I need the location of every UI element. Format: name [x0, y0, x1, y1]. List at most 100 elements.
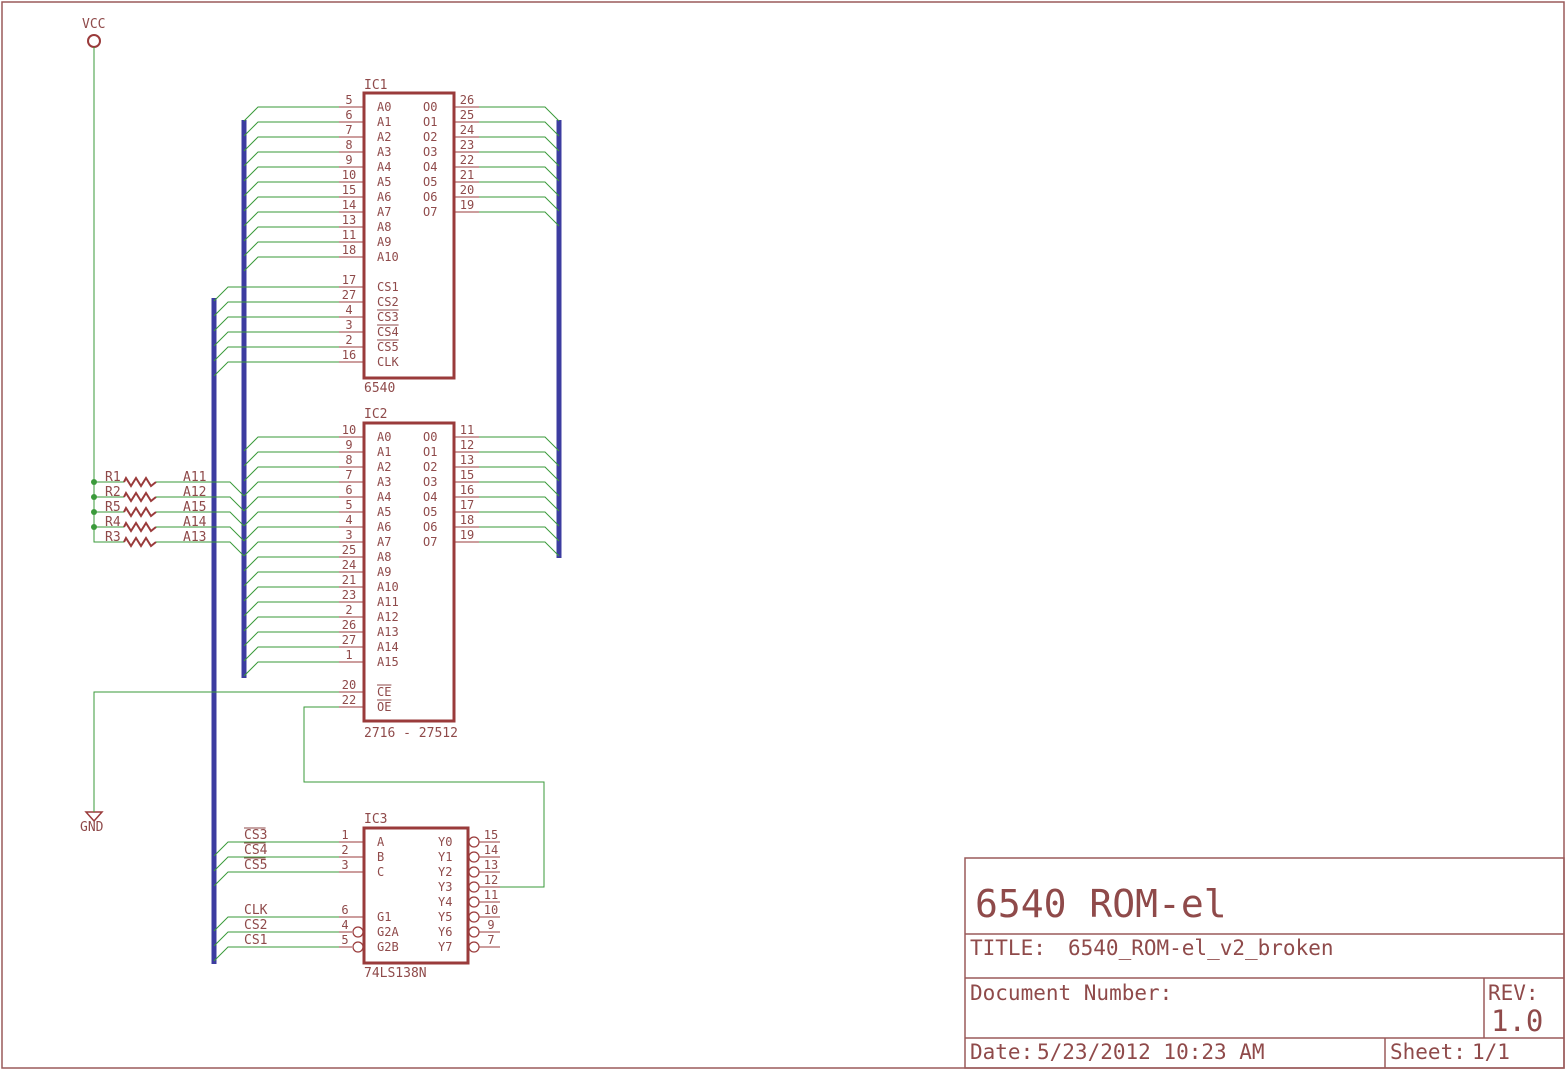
resistor-net-label: A15 — [183, 500, 206, 515]
ic1-address-wire[interactable] — [243, 166, 339, 182]
resistor-r5[interactable] — [123, 505, 157, 518]
ic1-data-wire[interactable] — [479, 166, 560, 182]
ic3-control-wire[interactable] — [213, 931, 339, 947]
ic1-address-wire[interactable] — [243, 211, 339, 227]
ic2-address-wire[interactable] — [243, 481, 339, 497]
ic2-address-wire[interactable] — [243, 466, 339, 482]
ic2-data-wire[interactable] — [479, 481, 560, 497]
resistor-ref-label: R3 — [105, 530, 121, 545]
ic2-address-wire[interactable] — [243, 526, 339, 542]
ic2-pin-label: A12 — [377, 610, 399, 624]
ic1-address-wire[interactable] — [243, 241, 339, 257]
ic1-address-wire[interactable] — [243, 121, 339, 137]
ic3-output-bubble — [468, 881, 480, 893]
resistor-ref-label: R4 — [105, 515, 121, 530]
ic1-pin-number: 16 — [342, 348, 356, 362]
ic2-address-wire[interactable] — [243, 511, 339, 527]
ic1-pin-label: CS1 — [377, 280, 399, 294]
ic2-address-wire[interactable] — [243, 496, 339, 512]
ic1-control-wire[interactable] — [213, 316, 339, 332]
ic1-address-wire[interactable] — [243, 106, 339, 122]
ic2-pin-number: 15 — [460, 468, 474, 482]
ic2-address-wire[interactable] — [243, 646, 339, 662]
ic3-pin-label: Y7 — [438, 940, 452, 954]
ic1-pin-number: 22 — [460, 153, 474, 167]
ic2-data-wire[interactable] — [479, 451, 560, 467]
vcc-symbol[interactable] — [87, 34, 101, 48]
ic2-address-wire[interactable] — [243, 601, 339, 617]
ic3-control-wire[interactable] — [213, 871, 339, 887]
ic2-data-wire[interactable] — [479, 436, 560, 452]
ic1-data-wire[interactable] — [479, 106, 560, 122]
resistor-bus-wire[interactable] — [156, 541, 245, 557]
ic2-data-wire[interactable] — [479, 511, 560, 527]
ic2-address-wire[interactable] — [243, 541, 339, 557]
ic3-pin-number: 12 — [484, 873, 498, 887]
resistor-bus-wire[interactable] — [156, 511, 245, 527]
ic2-data-wire[interactable] — [479, 541, 560, 557]
ic1-data-wire[interactable] — [479, 211, 560, 227]
ic2-address-wire[interactable] — [243, 586, 339, 602]
ic2-data-wire[interactable] — [479, 496, 560, 512]
ic3-net-label: CS4 — [244, 843, 268, 858]
ic1-body[interactable] — [362, 91, 456, 380]
ic3-control-wire[interactable] — [213, 916, 339, 932]
ic3-control-wire[interactable] — [213, 856, 339, 872]
ic1-address-wire[interactable] — [243, 196, 339, 212]
ic2-pin-label: A0 — [377, 430, 391, 444]
ic1-data-wire[interactable] — [479, 121, 560, 137]
ic1-data-wire[interactable] — [479, 151, 560, 167]
ic1-address-wire[interactable] — [243, 151, 339, 167]
ic1-pin-label: CS2 — [377, 295, 399, 309]
ic1-pin-number: 24 — [460, 123, 474, 137]
ic1-control-wire[interactable] — [213, 361, 339, 377]
ic3-pin-number: 7 — [487, 933, 494, 947]
ic2-data-wire[interactable] — [479, 466, 560, 482]
ic3-control-wire[interactable] — [213, 841, 339, 857]
ic2-pin-number: 23 — [342, 588, 356, 602]
resistor-r3[interactable] — [123, 535, 157, 548]
ic2-address-wire[interactable] — [243, 616, 339, 632]
resistor-r4[interactable] — [123, 520, 157, 533]
ic1-pin-label: O7 — [423, 205, 437, 219]
resistor-bus-wire[interactable] — [156, 481, 245, 497]
ic3-inversion-bubble — [352, 941, 364, 953]
document-number-label: Document Number: — [970, 981, 1172, 1005]
oe-y3-wire[interactable] — [303, 706, 545, 888]
ic2-address-wire[interactable] — [243, 661, 339, 677]
resistor-r2[interactable] — [123, 490, 157, 503]
ic1-control-wire[interactable] — [213, 346, 339, 362]
ic3-net-label: CLK — [244, 903, 268, 918]
ic1-data-wire[interactable] — [479, 136, 560, 152]
ic3-body[interactable] — [362, 826, 470, 965]
ic2-data-wire[interactable] — [479, 526, 560, 542]
ic1-data-wire[interactable] — [479, 196, 560, 212]
ic1-address-wire[interactable] — [243, 136, 339, 152]
ce-gnd-wire[interactable] — [93, 691, 339, 812]
ic1-control-wire[interactable] — [213, 286, 339, 302]
ic1-control-wire[interactable] — [213, 331, 339, 347]
resistor-bus-wire[interactable] — [156, 526, 245, 542]
ic1-pin-label: O6 — [423, 190, 437, 204]
date-value: 5/23/2012 10:23 AM — [1037, 1040, 1265, 1064]
resistor-r1[interactable] — [123, 475, 157, 488]
resistor-ref-label: R5 — [105, 500, 121, 515]
ic1-data-wire[interactable] — [479, 181, 560, 197]
ic2-address-wire[interactable] — [243, 556, 339, 572]
ic2-address-wire[interactable] — [243, 436, 339, 452]
ic1-pin-label: O2 — [423, 130, 437, 144]
ic2-address-wire[interactable] — [243, 631, 339, 647]
ic1-address-wire[interactable] — [243, 226, 339, 242]
ic2-address-wire[interactable] — [243, 571, 339, 587]
ic1-address-wire[interactable] — [243, 181, 339, 197]
ic2-value: 2716 - 27512 — [364, 726, 458, 741]
ic3-output-bubble — [468, 896, 480, 908]
ic3-pin-label: G2B — [377, 940, 399, 954]
ic1-address-wire[interactable] — [243, 256, 339, 272]
ic2-address-wire[interactable] — [243, 451, 339, 467]
ic1-control-wire[interactable] — [213, 301, 339, 317]
ic1-pin-number: 18 — [342, 243, 356, 257]
ic3-net-label: CS2 — [244, 918, 267, 933]
resistor-bus-wire[interactable] — [156, 496, 245, 512]
ic3-control-wire[interactable] — [213, 946, 339, 962]
